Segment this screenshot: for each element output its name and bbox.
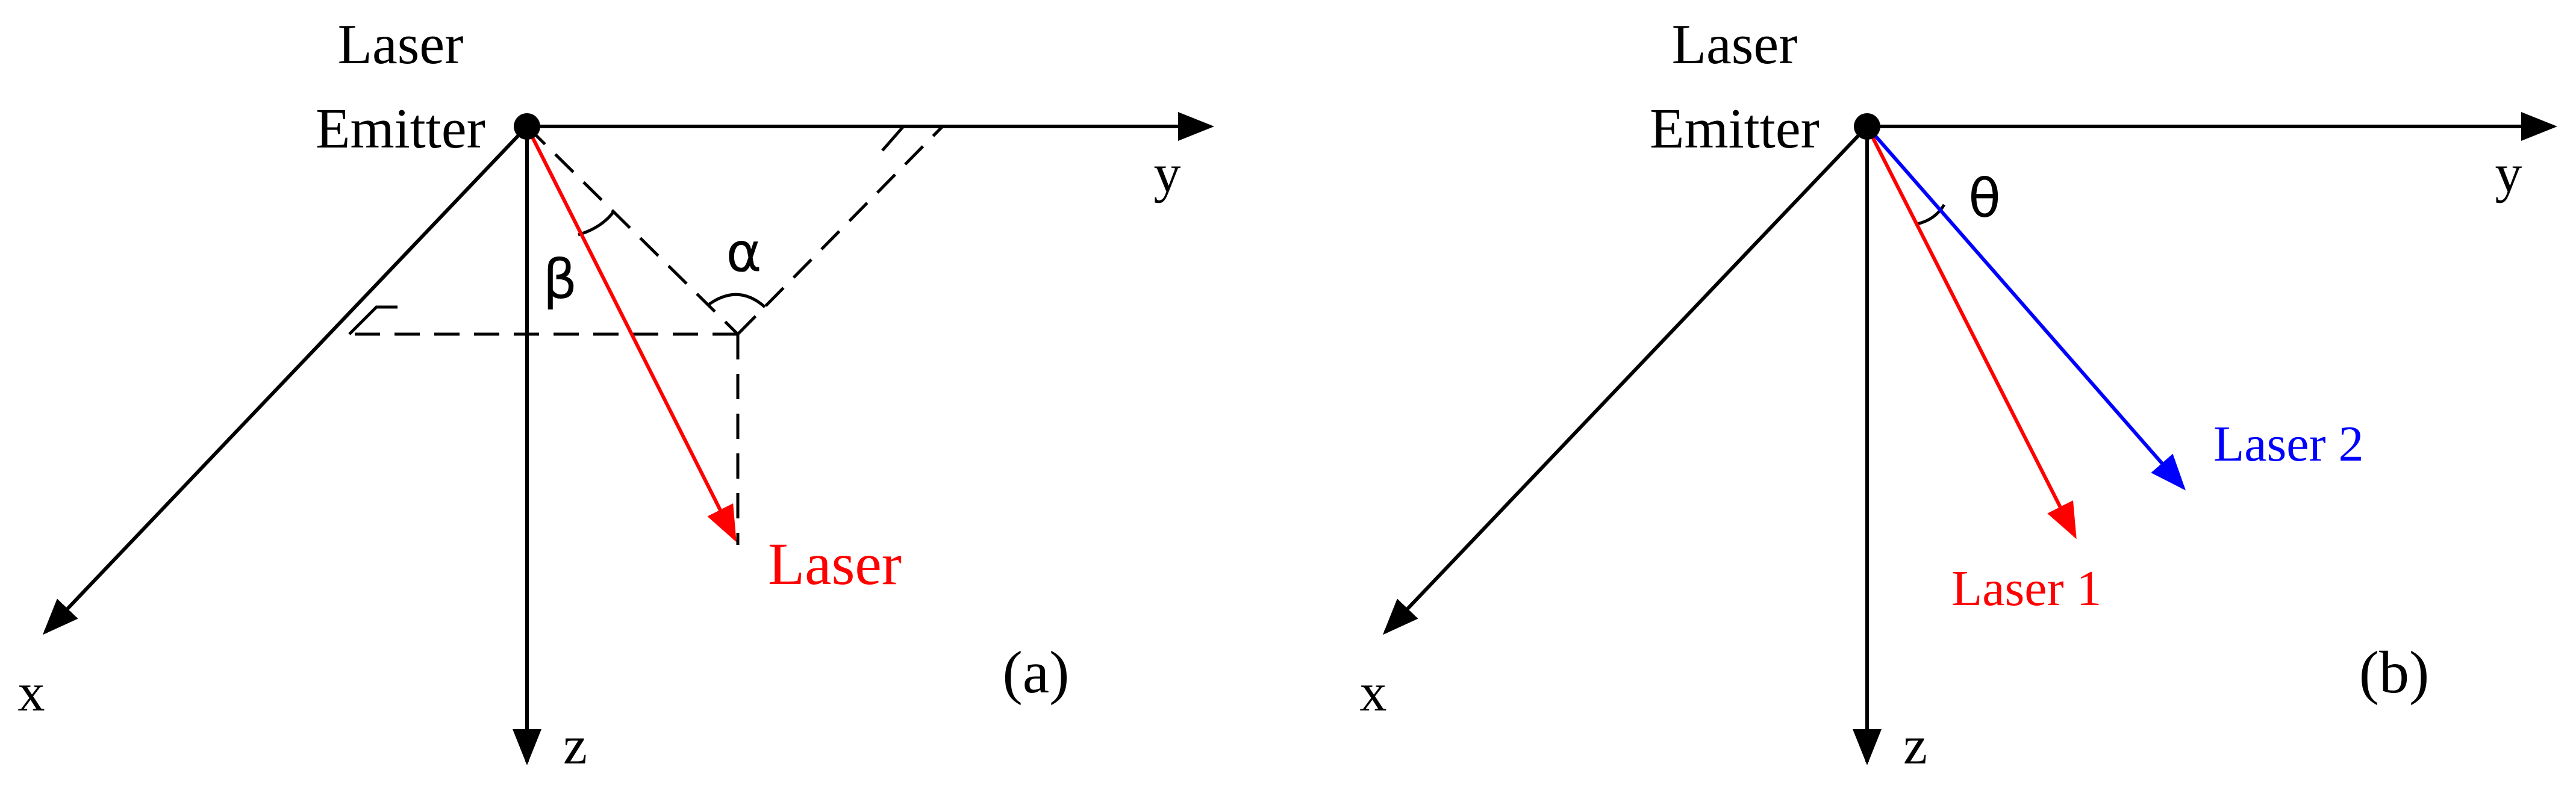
alpha-arc [706,293,766,308]
angle-beta-label: β [543,248,577,311]
emitter-label-emitter: Emitter [1650,98,1820,160]
axis-x-line [42,125,529,635]
axis-x-line [1382,125,1869,635]
panel-label-a: (a) [1003,639,1070,706]
emitter-label-laser: Laser [338,13,464,76]
laser-1-line [1865,125,2077,539]
emitter-dot [1854,113,1880,140]
dash-projection-to-y [737,125,944,335]
right-angle-marker-x [348,305,398,335]
beta-arc [578,210,616,237]
right-angle-marker-y [881,125,943,152]
axis-z-label: z [563,716,587,775]
laser-label: Laser [768,530,902,597]
axis-y-label: y [2495,144,2522,204]
axis-x-label: x [1360,663,1387,723]
panel-a: Laser Emitter y x z α β Laser (a) [18,13,1214,775]
theta-arc [1916,204,1946,226]
laser-line [525,125,737,542]
laser-2-label: Laser 2 [2213,416,2364,472]
emitter-label-laser: Laser [1672,13,1798,76]
axis-y-label: y [1154,144,1181,204]
emitter-dot [514,113,540,140]
angle-alpha-label: α [726,221,761,284]
panel-label-b: (b) [2359,639,2430,706]
panel-b: Laser Emitter y x z θ Laser 2 Laser 1 (b… [1360,13,2557,775]
emitter-label-emitter: Emitter [316,98,485,160]
angle-theta-label: θ [1968,167,2001,229]
laser-1-label: Laser 1 [1951,561,2102,617]
axis-z-label: z [1903,716,1927,775]
laser-2-line [1865,125,2186,491]
dash-emitter-to-projection [526,125,739,335]
axis-x-label: x [18,663,45,723]
